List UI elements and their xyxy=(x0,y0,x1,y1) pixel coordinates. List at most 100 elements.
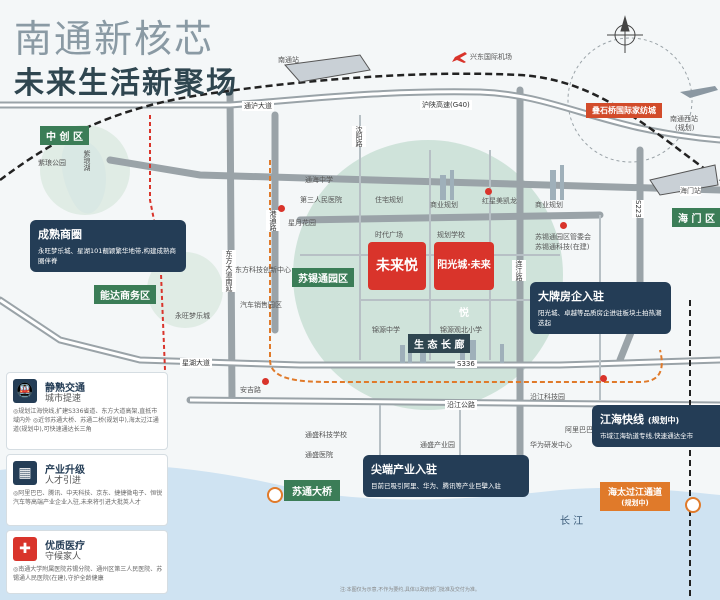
card-medical-subtitle: 守候家人 xyxy=(45,552,82,562)
pin-jie-garden xyxy=(278,205,285,212)
place-office: 商业规划 xyxy=(535,201,563,209)
road-yanjiang: 沿江公路 xyxy=(445,400,477,410)
card-industry-subtitle: 人才引进 xyxy=(45,476,82,486)
place-haimen-station: 海门站 xyxy=(680,186,701,196)
footnote: 注:本图仅为示意,不作为要约,具体以政府部门批准及交付为准。 xyxy=(340,587,480,593)
place-nantong-station: 南通站 xyxy=(278,56,299,64)
compass-icon xyxy=(607,15,643,53)
place-school1: 通海中学 xyxy=(305,176,333,184)
place-suxitong-prim: 苏锡通科技(在建) xyxy=(535,243,590,251)
road-huhai: 沪陕高速(G40) xyxy=(420,100,472,110)
place-star-city: 永旺梦乐城 xyxy=(175,312,210,320)
callout-jianhai-sub: (规划中) xyxy=(647,416,680,425)
pin-anxi xyxy=(262,378,269,385)
callout-chengshu-desc: 永旺梦乐城、星湖101靓颖繁华地带,构建成熟商圈伴脊 xyxy=(38,247,176,265)
sutong-bridge-marker xyxy=(267,487,283,503)
industry-icon: ▦ xyxy=(13,461,37,485)
train-icon-top xyxy=(284,54,371,83)
callout-jianhai-desc: 市域江海轨道专线,快速通达全市 xyxy=(600,432,694,440)
callout-jianduan: 尖端产业入驻 目前已吸引阿里、华为、腾讯等产业巨擘入驻 xyxy=(363,455,529,497)
card-industry-title: 产业升级 xyxy=(45,465,85,476)
place-sunac: 通盛产业园 xyxy=(420,441,455,449)
road-lianjiang: 连江路 xyxy=(512,260,526,281)
pin-suxitong-gov xyxy=(560,222,567,229)
road-s336: S336 xyxy=(455,360,477,368)
pin-red-star xyxy=(485,188,492,195)
place-jie-garden: 星月花园 xyxy=(288,219,316,227)
callout-dapai: 大牌房企入驻 阳光城、卓越等品质房企进驻板块土拍热潮迭起 xyxy=(530,282,671,334)
title-line1: 南通新核芯 xyxy=(14,17,215,61)
place-eastern-tech: 东方科技创新中心 xyxy=(235,266,291,274)
pin-yuanjia xyxy=(600,375,607,382)
place-jiangbei: 锦源观北小学 xyxy=(440,325,482,335)
place-ziliang-park: 紫琅公园 xyxy=(38,159,66,167)
place-planning-school: 规划学校 xyxy=(437,231,465,239)
place-shidai: 时代广场 xyxy=(375,231,403,239)
place-suxi-hosp: 通盛医院 xyxy=(305,451,333,459)
card-industry-desc: ◎阿里巴巴、腾讯、中天科技、京东、捷捷微电子、恒锐汽车等高端产业企业入驻,未来将… xyxy=(13,490,163,506)
callout-sutong: 苏通大桥 xyxy=(284,480,340,501)
road-xinghu: 星湖大道 xyxy=(180,358,212,368)
place-nantong-west-sub: (规划) xyxy=(675,124,695,132)
place-red-star: 红星美凯龙 xyxy=(482,197,517,205)
place-residence: 住宅规划 xyxy=(375,196,403,204)
callout-haitai-title: 海太过江通道 xyxy=(608,488,663,498)
district-shengtai: 生 态 长 廊 xyxy=(408,334,471,353)
train-icon-right xyxy=(649,164,719,196)
place-suxitong-gov: 苏锡通园区管委会 xyxy=(535,233,591,241)
district-haimen: 海 门 区 xyxy=(672,208,720,227)
district-zhongchuang: 中 创 区 xyxy=(40,126,89,145)
callout-chengshu-title: 成熟商圈 xyxy=(38,228,82,241)
card-medical-desc: ◎南通大学附属医院苏锡分院、通州区第三人民医院、苏锡通人民医院(在建),守护全龄… xyxy=(13,566,163,582)
place-school2: 第三人民医院 xyxy=(300,196,342,204)
road-gangyang: 港通路 xyxy=(266,210,280,231)
card-transport-title: 静熟交通 xyxy=(45,383,85,394)
district-suxitong: 苏锡通园区 xyxy=(292,268,354,287)
place-yuanjia: 沿江科技园 xyxy=(530,393,565,401)
place-anxi: 安吉路 xyxy=(240,386,261,394)
green-zone-west xyxy=(40,125,130,215)
callout-chengshu: 成熟商圈 永旺梦乐城、星湖101靓颖繁华地带,构建成熟商圈伴脊 xyxy=(30,220,186,272)
callout-jianhai: 江海快线 (规划中) 市域江海轨道专线,快速通达全市 xyxy=(592,405,720,447)
jianghai-express-line xyxy=(269,160,663,383)
place-nantong-west: 南通西站 xyxy=(670,115,698,123)
callout-dapai-desc: 阳光城、卓越等品质房企进驻板块土拍热潮迭起 xyxy=(538,309,662,327)
place-hiwi: 华为研发中心 xyxy=(530,441,572,449)
plane-icon xyxy=(452,52,467,63)
place-yuanling: 通盛科技学校 xyxy=(305,431,347,439)
metro-line xyxy=(149,115,166,371)
road-s223: S223 xyxy=(632,200,644,218)
metro-icon: 🚇 xyxy=(13,379,37,403)
road-dongfang: 东方大道南延 xyxy=(222,250,236,292)
place-commercial: 商业规划 xyxy=(430,201,458,209)
card-transport-desc: ◎规划江海快线,扩建S336省道、东方大道高架,直抵市域内外 ◎近邻苏通大桥、苏… xyxy=(13,408,159,433)
callout-jianduan-desc: 目前已吸引阿里、华为、腾讯等产业巨擘入驻 xyxy=(371,482,501,490)
road-tonghu: 通沪大道 xyxy=(242,101,274,111)
medical-icon: ✚ xyxy=(13,537,37,561)
callout-haitai: 海太过江通道 (规划中) xyxy=(600,482,671,511)
place-qiche: 汽车销售园区 xyxy=(240,301,282,309)
plane-icon-right xyxy=(680,86,718,98)
minor-roads xyxy=(300,115,601,470)
place-ziliang: 紫琅湖 xyxy=(83,150,91,171)
callout-dapai-title: 大牌房企入驻 xyxy=(538,290,604,303)
card-industry: ▦ 产业升级 人才引进 ◎阿里巴巴、腾讯、中天科技、京东、捷捷微电子、恒锐汽车等… xyxy=(6,454,168,526)
place-yangtze: 长 江 xyxy=(560,516,584,527)
project-yangguangcheng[interactable]: 阳光城·未来悦 xyxy=(434,242,494,319)
callout-haitai-sub: (规划中) xyxy=(621,499,649,507)
place-dieshiqiao: 叠石桥国际家纺城 xyxy=(586,103,662,118)
road-shenyang: 沈阳路 xyxy=(352,126,366,147)
title-line2: 未来生活新聚场 xyxy=(14,66,238,101)
project-weilaiyue[interactable]: 未来悦 xyxy=(368,242,426,290)
district-nengda: 能达商务区 xyxy=(94,285,156,304)
place-airport: 兴东国际机场 xyxy=(470,53,512,61)
dieshiqiao-ring xyxy=(567,37,693,163)
card-transport: 🚇 静熟交通 城市提速 ◎规划江海快线,扩建S336省道、东方大道高架,直抵市域… xyxy=(6,372,168,450)
haitai-marker xyxy=(685,497,701,513)
place-jingyue-school: 锦源中学 xyxy=(372,326,400,334)
callout-jianduan-title: 尖端产业入驻 xyxy=(371,463,437,476)
card-medical-title: 优质医疗 xyxy=(45,541,85,552)
yangtze-river xyxy=(0,463,720,600)
card-transport-subtitle: 城市提速 xyxy=(45,394,82,404)
